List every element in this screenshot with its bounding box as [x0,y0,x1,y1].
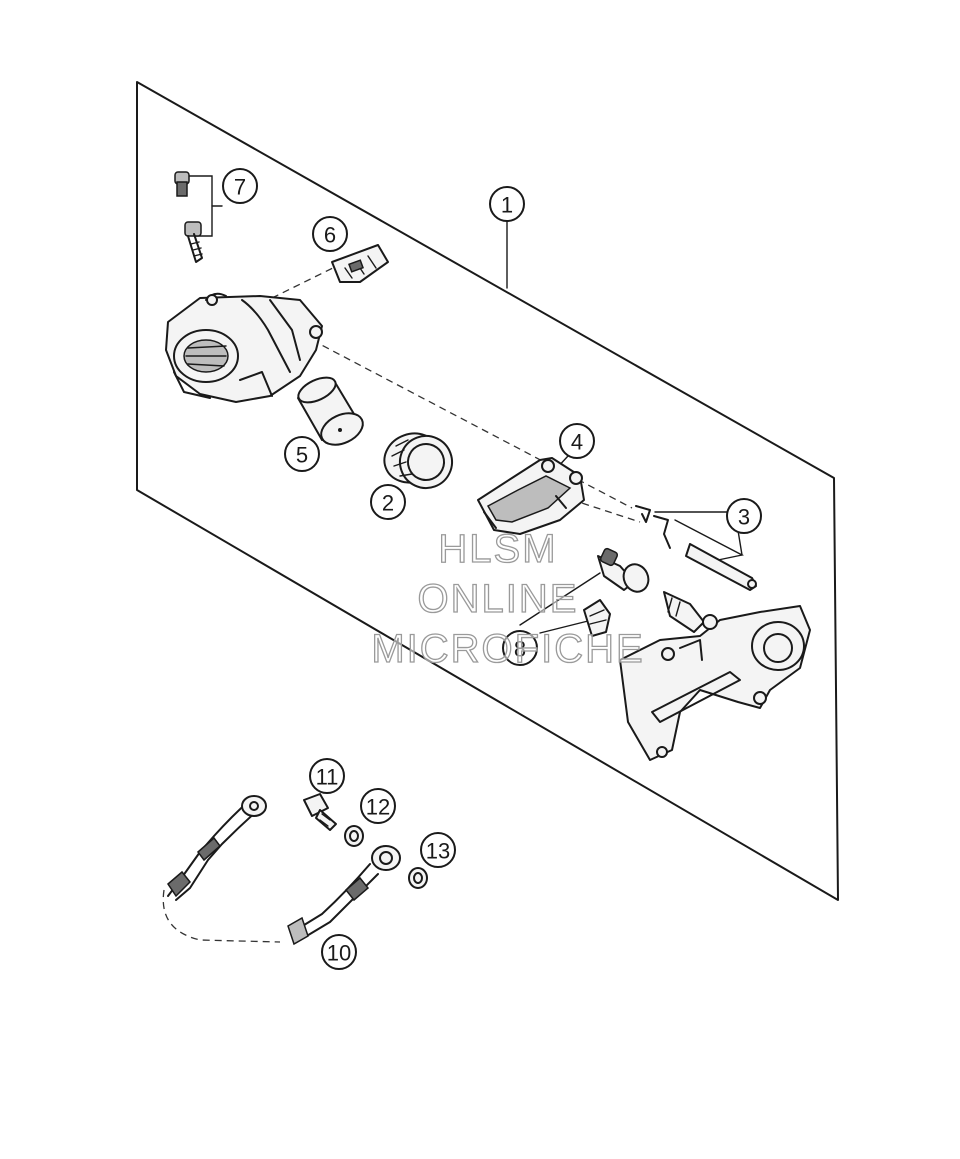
washer-part-12 [344,825,364,847]
callout-2: 2 [370,484,406,520]
callout-5-label: 5 [296,443,308,468]
seal-ring-part-2 [383,432,453,489]
washer-part-13 [408,867,428,889]
callout-6-label: 6 [324,223,336,248]
callout-7: 7 [222,168,258,204]
watermark-line-1: HLSM [438,527,557,571]
callout-13-label: 13 [426,839,450,864]
brake-hose-part-10 [167,795,401,946]
callout-3-label: 3 [738,505,750,530]
caliper-bracket [619,605,811,761]
slide-bolt-part-8 [583,547,705,637]
pad-spring-part-6 [331,244,389,283]
callout-4: 4 [559,423,595,459]
callout-11: 11 [309,758,345,794]
bleeder-screw-part-7 [174,171,203,263]
callout-7-label: 7 [234,175,246,200]
callout-3: 3 [726,498,762,534]
piston-part-5 [297,376,364,446]
callout-5: 5 [284,436,320,472]
pad-pin-part-3 [635,505,757,591]
banjo-bolt-part-11 [303,793,337,831]
callout-8: 8 [502,630,538,666]
callout-12: 12 [360,788,396,824]
watermark-line-3: MICROFICHE [371,627,644,671]
callout-10: 10 [321,934,357,970]
callout-4-label: 4 [571,430,583,455]
callout-1: 1 [489,186,525,222]
callout-10-label: 10 [327,941,351,966]
callout-1-label: 1 [501,193,513,218]
callout-6: 6 [312,216,348,252]
callout-11-label: 11 [316,765,339,790]
caliper-body [165,292,323,403]
callout-13: 13 [420,832,456,868]
assembly-frame [136,81,839,901]
watermark: HLSM ONLINE MICROFICHE [371,526,644,671]
callout-2-label: 2 [382,491,394,516]
brake-pads-part-4 [477,457,585,535]
leader-lines [185,175,745,634]
watermark-line-2: ONLINE [418,577,579,621]
callout-12-label: 12 [366,795,390,820]
callout-8-label: 8 [514,637,526,662]
